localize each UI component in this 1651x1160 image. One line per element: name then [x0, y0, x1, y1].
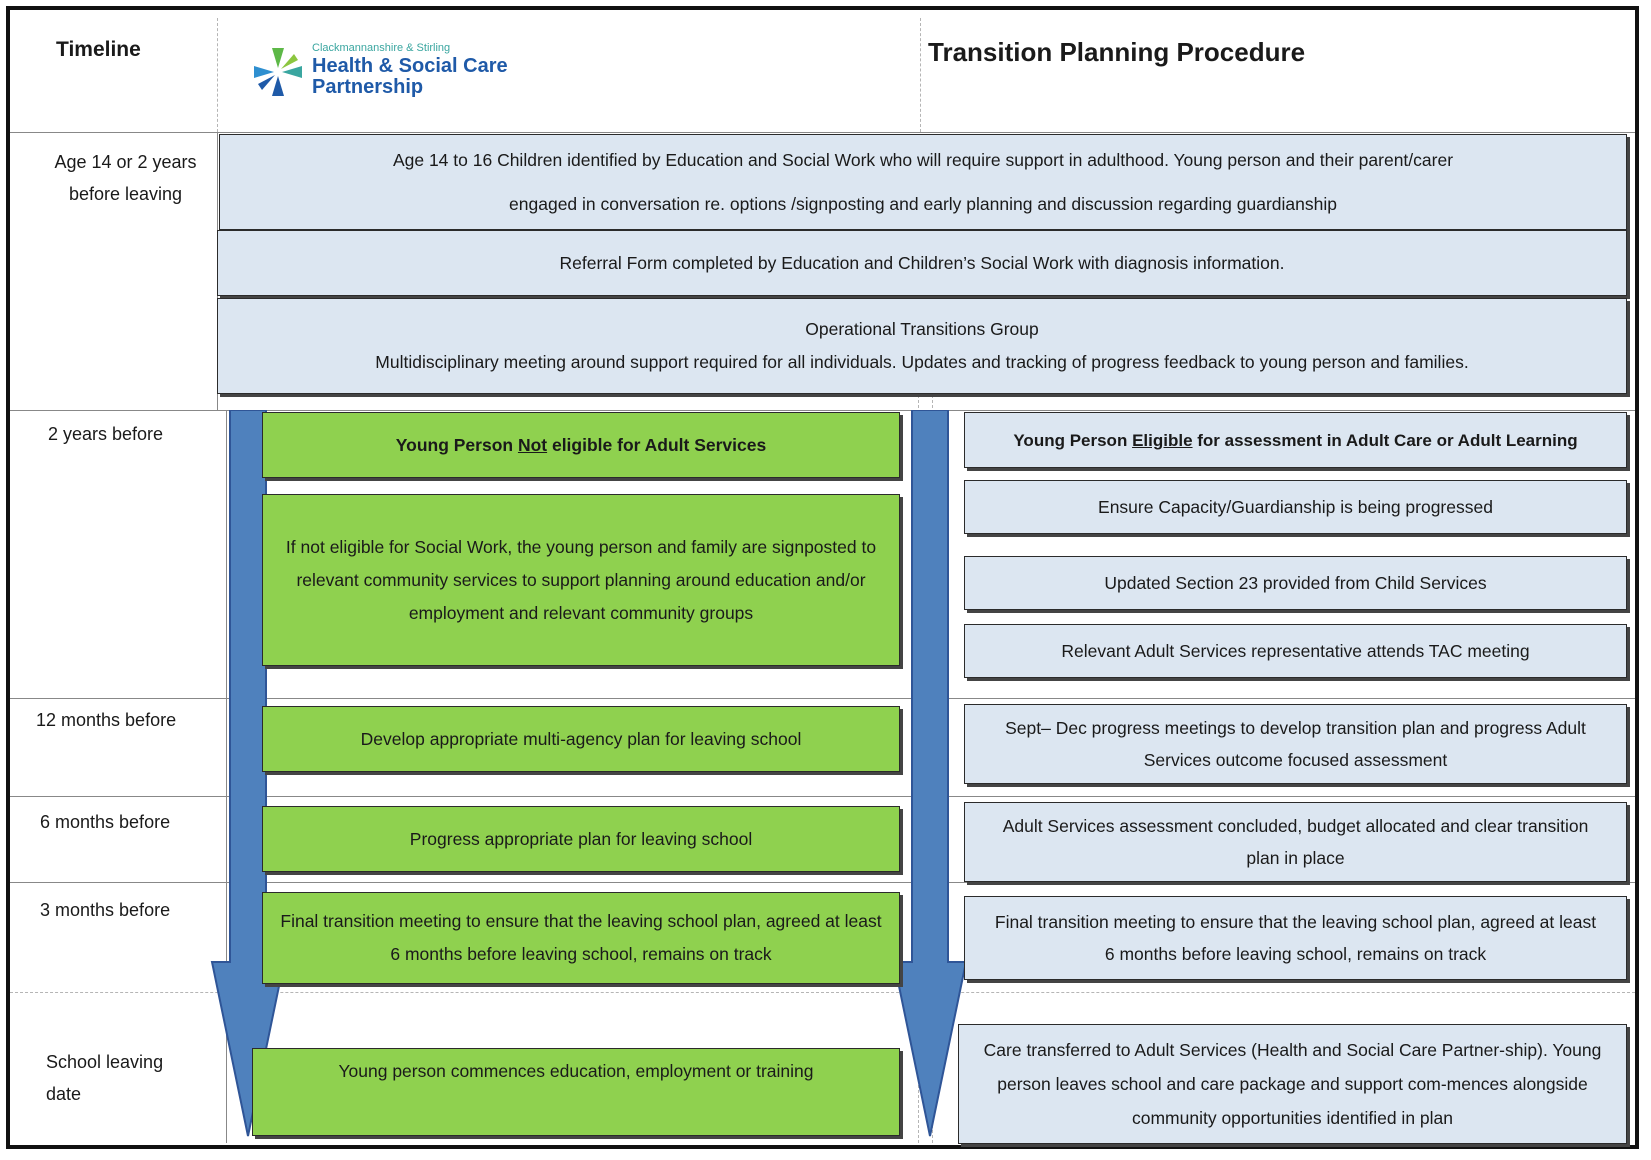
signposting-box: If not eligible for Social Work, the you…: [262, 494, 900, 666]
not-eligible-6-months-box: Progress appropriate plan for leaving sc…: [262, 806, 900, 872]
heading-text: for assessment in Adult Care or Adult Le…: [1192, 430, 1578, 450]
heading-text: Young Person: [1013, 430, 1133, 450]
eligible-6-months-box: Adult Services assessment concluded, bud…: [964, 802, 1627, 882]
not-eligible-leaving-box: Young person commences education, employ…: [252, 1048, 900, 1136]
heading-text: eligible for Adult Services: [547, 434, 767, 455]
eligible-heading: Young Person Eligible for assessment in …: [964, 412, 1627, 468]
logo-line-1: Health & Social Care: [312, 55, 508, 77]
not-eligible-leaving-text: Young person commences education, employ…: [338, 1061, 814, 1081]
row-divider: [10, 410, 1635, 411]
timeline-age14: Age 14 or 2 years before leaving: [54, 152, 197, 204]
eligible-leaving-text: Care transferred to Adult Services (Heal…: [983, 1040, 1602, 1128]
timeline-header: Timeline: [56, 38, 141, 61]
timeline-leaving-date: School leaving date: [46, 1052, 164, 1104]
signposting-text: If not eligible for Social Work, the you…: [285, 536, 877, 623]
operational-transitions-group-box: Operational Transitions Group Multidisci…: [217, 298, 1627, 394]
tac-meeting-box: Relevant Adult Services representative a…: [964, 624, 1627, 678]
not-eligible-12-months-box: Develop appropriate multi-agency plan fo…: [262, 706, 900, 772]
not-eligible-3-months-box: Final transition meeting to ensure that …: [262, 892, 900, 984]
row-divider: [10, 882, 1635, 883]
eligible-timeline-arrow: [892, 410, 968, 1137]
grid-line: [217, 18, 218, 132]
otg-title: Operational Transitions Group: [805, 319, 1039, 339]
section23-box: Updated Section 23 provided from Child S…: [964, 556, 1627, 610]
capacity-box: Ensure Capacity/Guardianship is being pr…: [964, 480, 1627, 534]
eligible-3-months-box: Final transition meeting to ensure that …: [964, 896, 1627, 980]
grid-line: [920, 18, 921, 132]
section23-text: Updated Section 23 provided from Child S…: [1104, 572, 1487, 593]
tac-text: Relevant Adult Services representative a…: [1061, 640, 1530, 661]
grid-line: [226, 410, 227, 1143]
heading-underlined: Not: [517, 434, 548, 455]
partnership-star-logo-icon: [254, 48, 302, 96]
row-divider: [10, 992, 1635, 993]
capacity-text: Ensure Capacity/Guardianship is being pr…: [1098, 496, 1493, 517]
eligible-12-months-text: Sept– Dec progress meetings to develop t…: [1005, 718, 1586, 770]
referral-box: Referral Form completed by Education and…: [217, 230, 1627, 296]
referral-text: Referral Form completed by Education and…: [559, 252, 1285, 273]
not-eligible-3-months-text: Final transition meeting to ensure that …: [280, 911, 882, 964]
eligible-3-months-text: Final transition meeting to ensure that …: [994, 912, 1597, 964]
row-divider: [10, 698, 1635, 699]
logo-line-2: Partnership: [312, 76, 424, 98]
heading-text: Young Person: [395, 434, 518, 455]
timeline-2-years: 2 years before: [48, 424, 164, 444]
timeline-6-months: 6 months before: [40, 812, 171, 832]
otg-body: Multidisciplinary meeting around support…: [375, 352, 1469, 372]
timeline-3-months: 3 months before: [40, 900, 171, 920]
row-divider: [10, 796, 1635, 797]
eligible-leaving-box: Care transferred to Adult Services (Heal…: [958, 1024, 1627, 1144]
logo-org-name: Health & Social Care Partnership: [312, 56, 508, 98]
not-eligible-heading: Young Person Not eligible for Adult Serv…: [262, 412, 900, 478]
logo-org-small: Clackmannanshire & Stirling: [312, 42, 451, 54]
identification-line-1: Age 14 to 16 Children identified by Educ…: [392, 150, 1454, 170]
not-eligible-6-months-text: Progress appropriate plan for leaving sc…: [409, 828, 753, 849]
identification-box: Age 14 to 16 Children identified by Educ…: [219, 134, 1627, 230]
heading-underlined: Eligible: [1132, 430, 1193, 450]
eligible-12-months-box: Sept– Dec progress meetings to develop t…: [964, 704, 1627, 784]
not-eligible-12-months-text: Develop appropriate multi-agency plan fo…: [360, 728, 802, 749]
timeline-12-months: 12 months before: [36, 710, 177, 730]
page-title: Transition Planning Procedure: [928, 37, 1306, 67]
eligible-6-months-text: Adult Services assessment concluded, bud…: [1002, 816, 1589, 868]
organisation-logo: Clackmannanshire & Stirling Health & Soc…: [248, 38, 508, 108]
row-divider: [10, 132, 1635, 133]
identification-line-2: engaged in conversation re. options /sig…: [509, 194, 1337, 214]
